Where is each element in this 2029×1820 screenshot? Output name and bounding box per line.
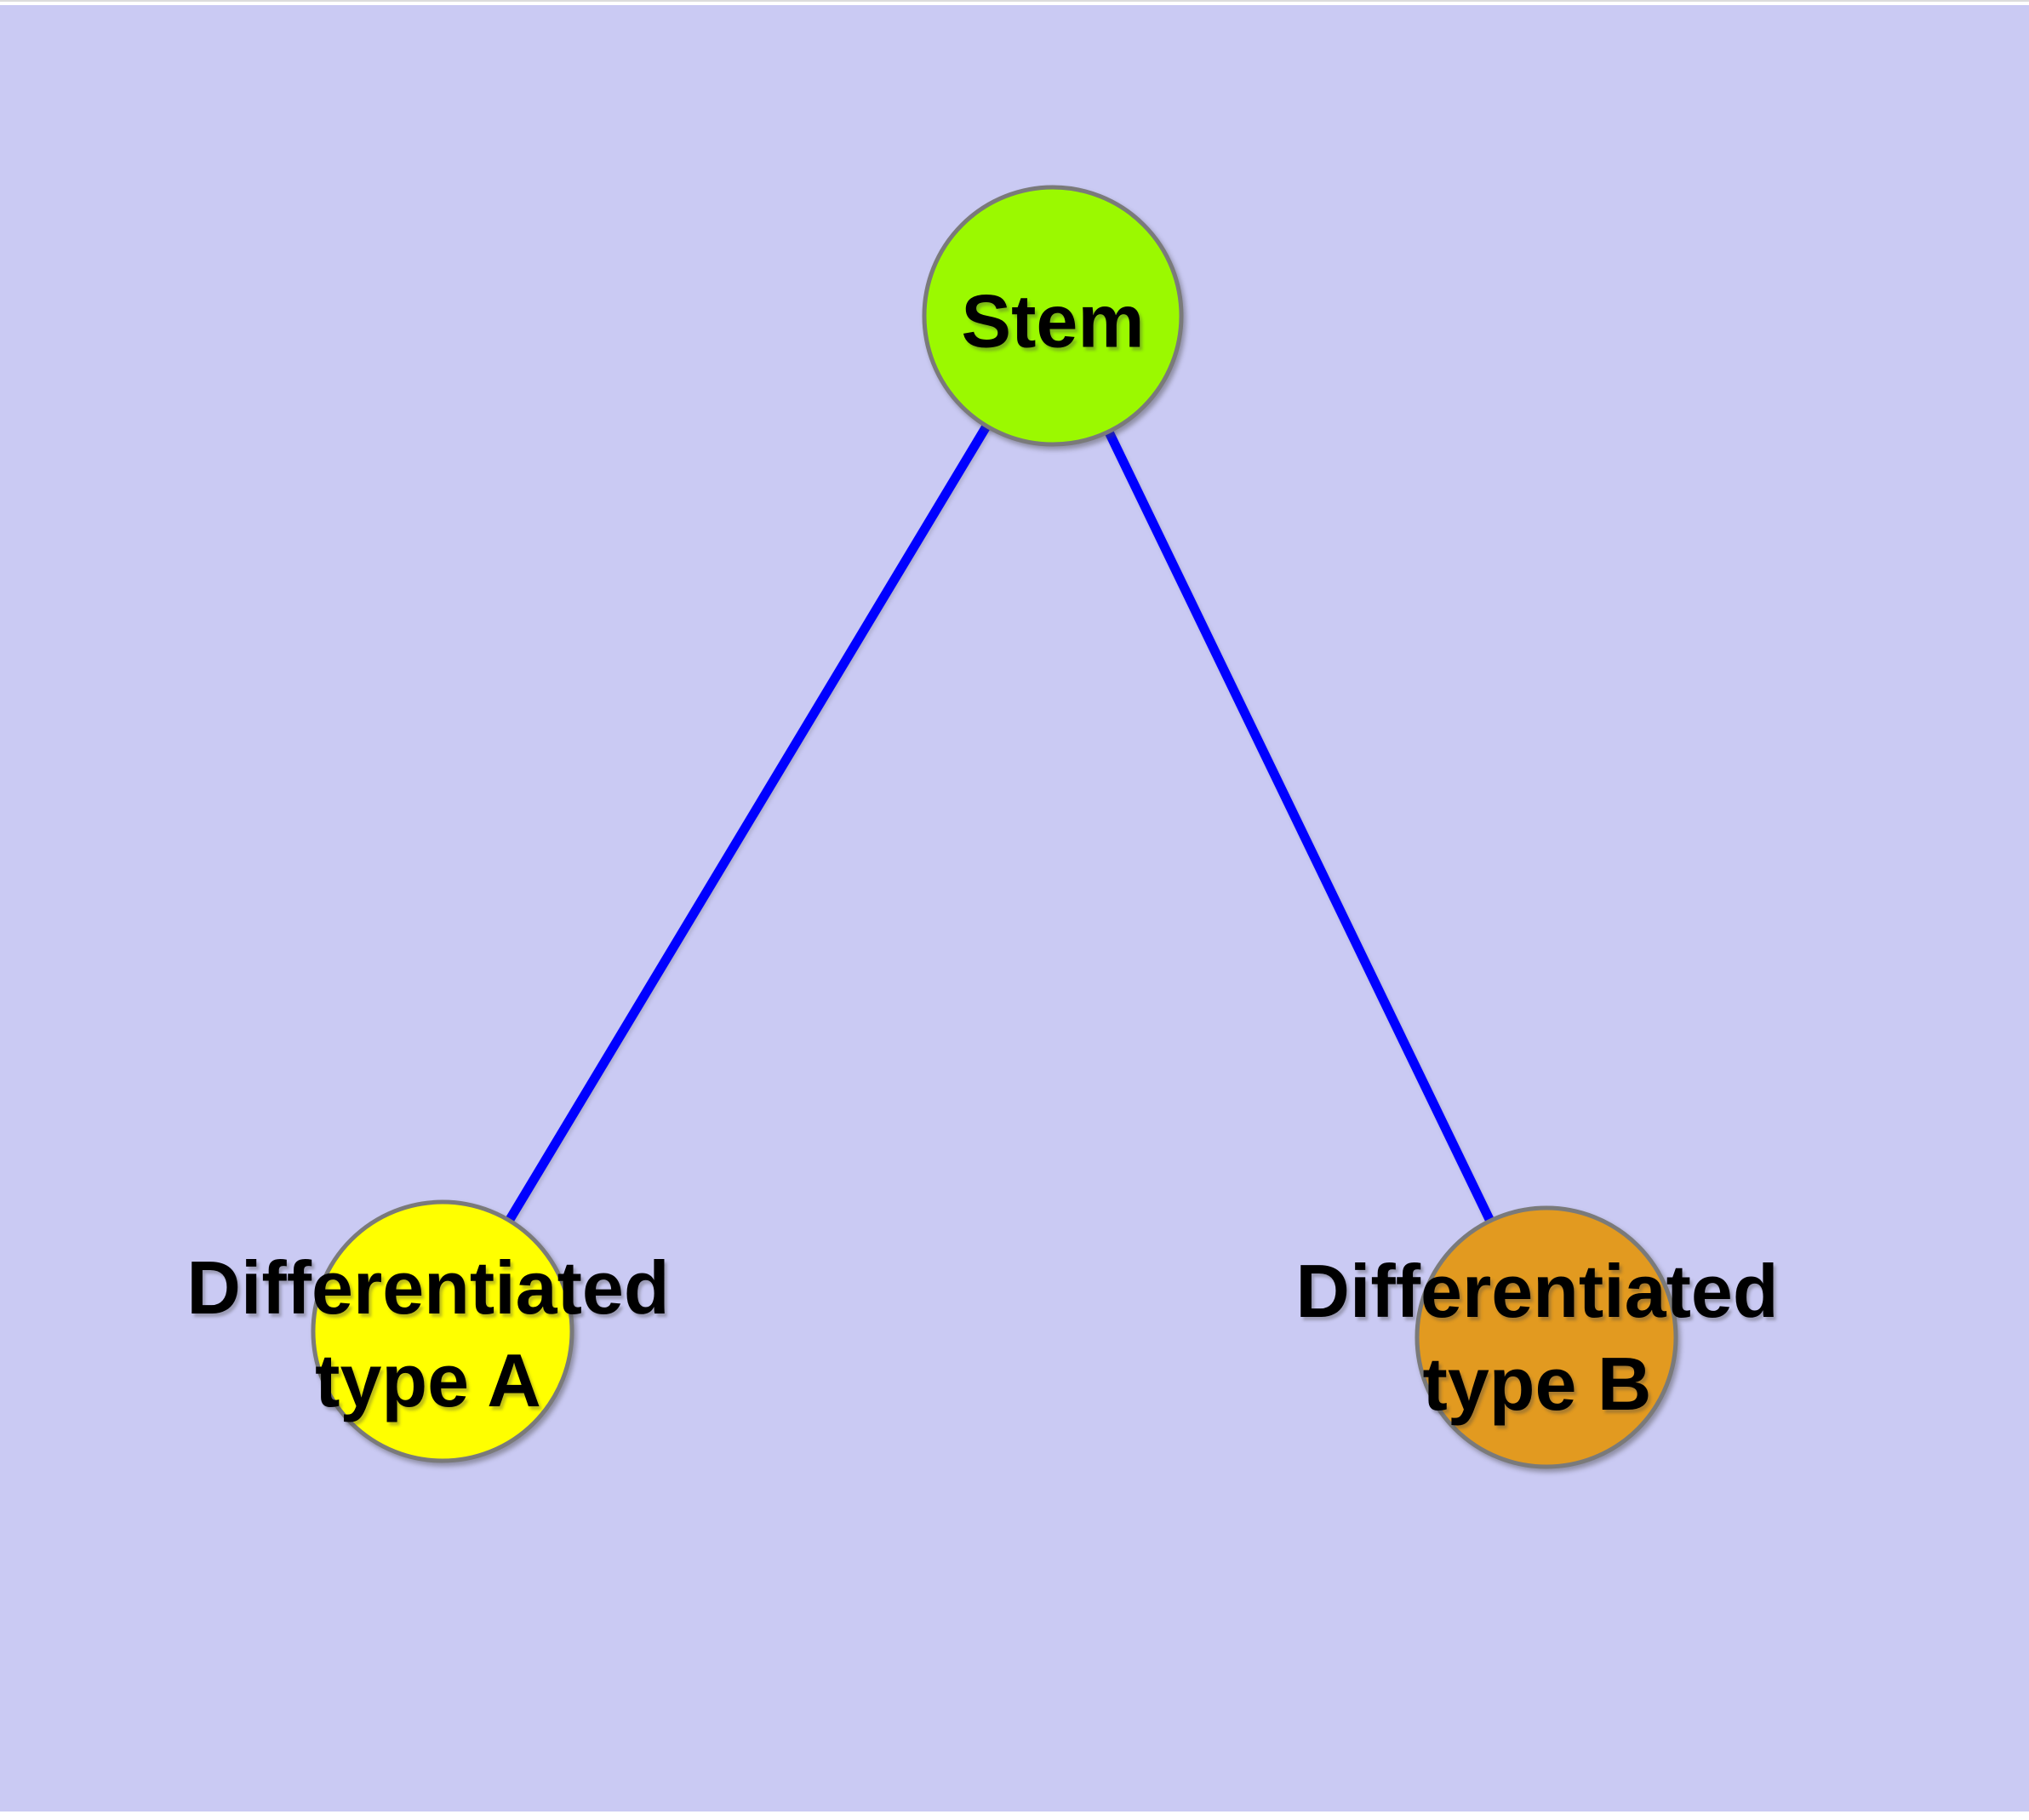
edge-stem-type-b — [1049, 313, 1551, 1340]
top-hairline — [0, 0, 2029, 2]
node-stem-circle — [922, 185, 1184, 447]
node-type-a-circle — [311, 1199, 574, 1463]
edge-stem-type-a — [438, 313, 1057, 1334]
node-type-b-circle — [1415, 1205, 1678, 1469]
